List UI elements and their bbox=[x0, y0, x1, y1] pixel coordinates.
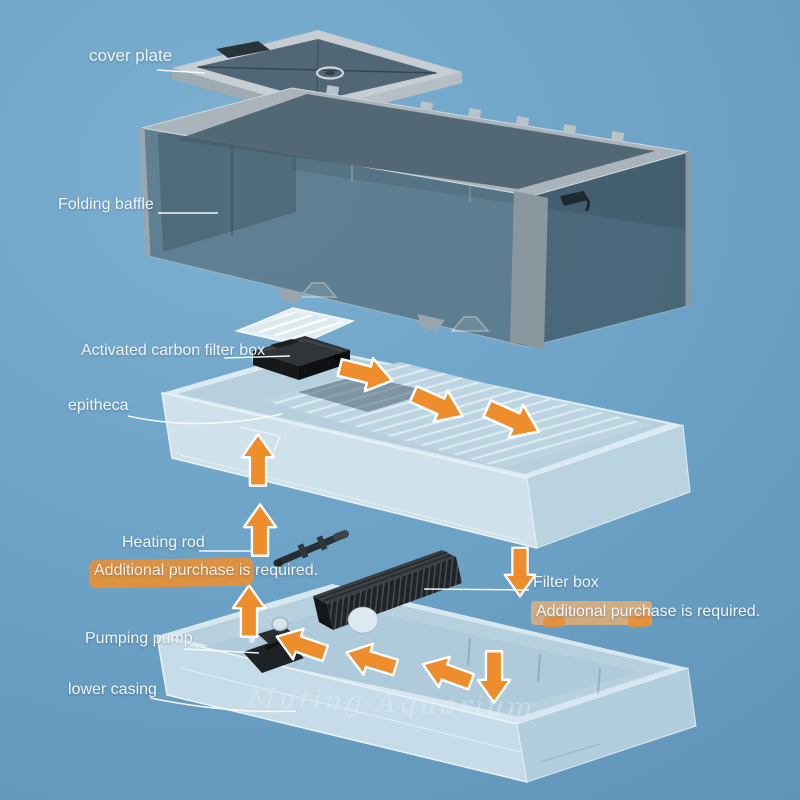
label-activated-carbon-filter-box: Activated carbon filter box bbox=[81, 342, 266, 359]
lower-casing-illustration bbox=[156, 584, 697, 783]
label-epitheca: epitheca bbox=[68, 397, 129, 414]
cover-plate-illustration bbox=[172, 30, 462, 121]
cover-plate-handle-icon bbox=[216, 41, 270, 58]
label-folding-baffle: Folding baffle bbox=[58, 196, 154, 213]
label-lower-casing: lower casing bbox=[68, 681, 157, 698]
carbon-filter-box-illustration bbox=[253, 336, 350, 380]
tank-body-illustration bbox=[139, 85, 691, 349]
label-cover-plate: cover plate bbox=[89, 46, 173, 65]
note-filter-box-purchase: Additional purchase is required. bbox=[536, 603, 761, 620]
tank-latch-icon bbox=[560, 191, 591, 212]
leader-lines bbox=[127, 69, 530, 713]
label-heating-rod: Heating rod bbox=[122, 534, 205, 551]
label-pumping-pump: Pumping pump bbox=[85, 630, 193, 647]
flow-arrow-icon bbox=[242, 503, 278, 557]
epitheca-tray-illustration bbox=[161, 348, 691, 549]
heating-rod-illustration bbox=[273, 530, 349, 567]
note-heating-rod-purchase: Additional purchase is required. bbox=[94, 562, 319, 579]
label-filter-box: Filter box bbox=[533, 574, 599, 591]
cover-plate-ring-icon bbox=[315, 66, 345, 80]
flow-arrow-icon bbox=[503, 546, 537, 598]
